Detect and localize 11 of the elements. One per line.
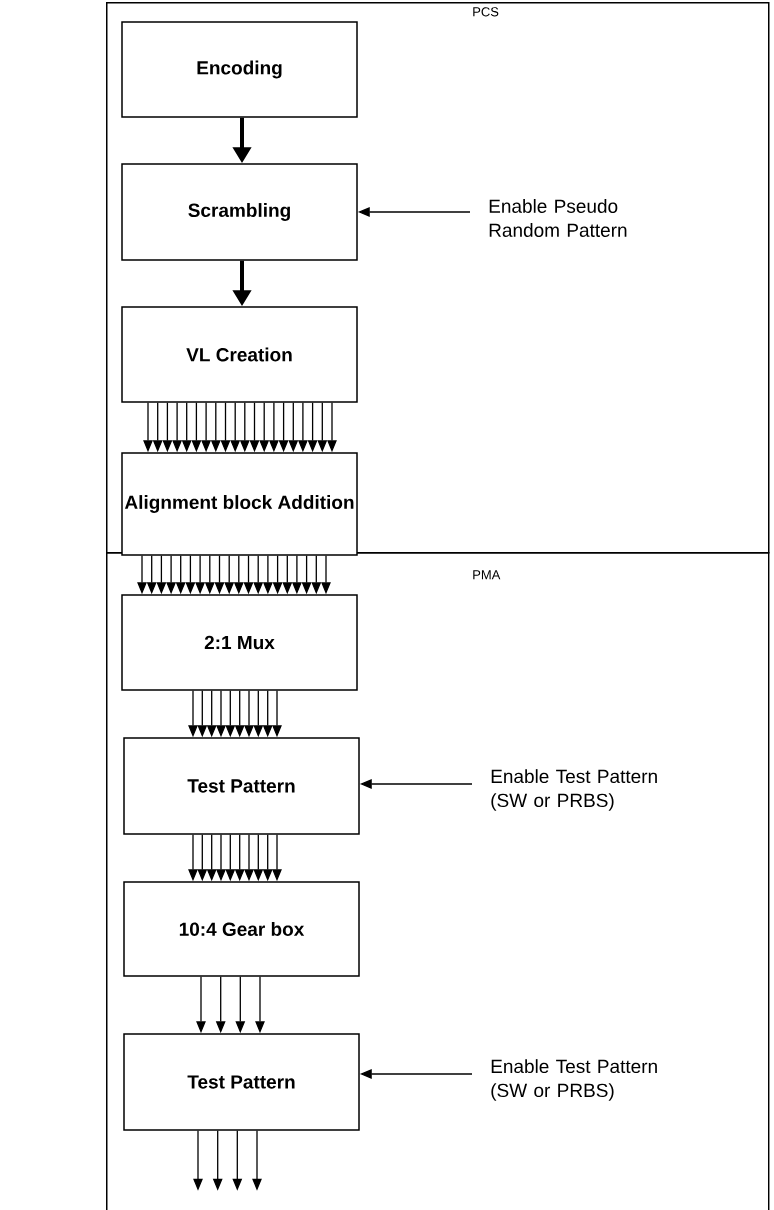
process-box: Test Pattern: [123, 737, 360, 835]
process-box: Test Pattern: [123, 1033, 360, 1131]
process-box: Alignment block Addition: [121, 452, 358, 556]
note-text: Enable Test Pattern (SW or PRBS): [491, 1059, 657, 1101]
process-box: Encoding: [121, 21, 358, 118]
process-box: 2:1 Mux: [121, 594, 358, 691]
process-box: 10:4 Gear box: [123, 881, 360, 977]
process-box: VL Creation: [121, 306, 358, 403]
process-box: Scrambling: [121, 163, 358, 261]
note-text: Enable Test Pattern (SW or PRBS): [491, 769, 657, 811]
note-text: Enable Pseudo Random Pattern: [489, 199, 627, 237]
